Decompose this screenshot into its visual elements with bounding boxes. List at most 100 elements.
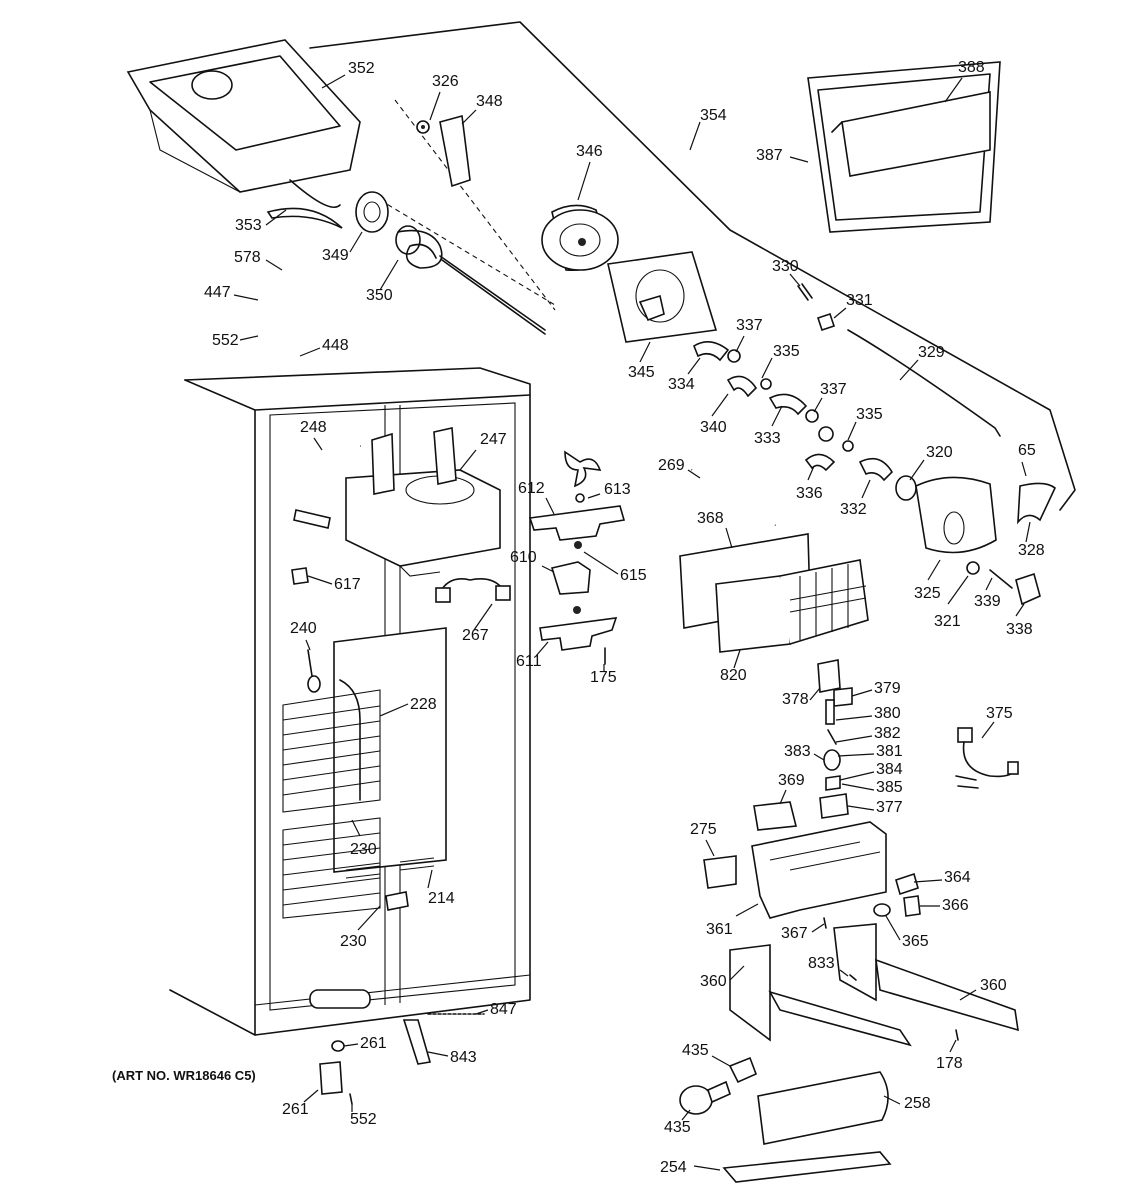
- callout-384: 384: [876, 761, 903, 778]
- callout-447: 447: [204, 284, 231, 301]
- callout-leader-333: [771, 405, 783, 427]
- rod-329: [797, 283, 1001, 437]
- callout-365: 365: [902, 933, 929, 950]
- callout-leader-248: [313, 437, 323, 451]
- callout-leader-447: [233, 294, 259, 301]
- mounting-plate-part: [607, 251, 718, 343]
- callout-338: 338: [1006, 621, 1033, 638]
- callout-326: 326: [432, 73, 459, 90]
- callout-617: 617: [334, 576, 361, 593]
- callout-leader-435: [681, 1109, 691, 1121]
- callout-leader-381: [837, 753, 875, 757]
- callout-leader-360: [959, 989, 977, 1001]
- callout-366: 366: [942, 897, 969, 914]
- callout-333: 333: [754, 430, 781, 447]
- callout-615: 615: [620, 567, 647, 584]
- callout-611: 611: [516, 653, 542, 670]
- callout-leader-261: [343, 1043, 359, 1047]
- callout-leader-336: [807, 465, 815, 481]
- callout-leader-261: [303, 1089, 319, 1103]
- callout-leader-617: [307, 575, 333, 585]
- dispenser-housing-part: [703, 821, 921, 929]
- callout-552: 552: [212, 332, 239, 349]
- callout-leader-247: [459, 449, 477, 471]
- callout-269: 269: [658, 457, 685, 474]
- callout-354: 354: [700, 107, 727, 124]
- callout-378: 378: [782, 691, 809, 708]
- callout-352: 352: [348, 60, 375, 77]
- callout-368: 368: [697, 510, 724, 527]
- callout-267: 267: [462, 627, 489, 644]
- callout-820: 820: [720, 667, 747, 684]
- callout-382: 382: [874, 725, 901, 742]
- callout-65: 65: [1018, 442, 1036, 459]
- callout-833: 833: [808, 955, 835, 972]
- callout-leader-332: [861, 479, 871, 499]
- callout-261: 261: [282, 1101, 309, 1118]
- callout-leader-384: [839, 771, 875, 781]
- callout-360: 360: [980, 977, 1007, 994]
- tube-269: [689, 465, 778, 530]
- callout-leader-230: [357, 905, 381, 931]
- callout-369: 369: [778, 772, 805, 789]
- callout-247: 247: [480, 431, 507, 448]
- callout-leader-337: [735, 335, 745, 353]
- callout-337: 337: [820, 381, 847, 398]
- callout-leader-382: [835, 735, 873, 743]
- callout-329: 329: [918, 344, 945, 361]
- callout-leader-320: [909, 459, 925, 481]
- callout-339: 339: [974, 593, 1001, 610]
- callout-leader-326: [429, 91, 441, 121]
- callout-leader-348: [461, 109, 477, 125]
- ice-bucket-part: [126, 39, 361, 229]
- callout-leader-375: [981, 721, 995, 739]
- callout-332: 332: [840, 501, 867, 518]
- lamp-and-cover-parts: [679, 1056, 892, 1183]
- callout-348: 348: [476, 93, 503, 110]
- callout-388: 388: [958, 59, 985, 76]
- callout-387: 387: [756, 147, 783, 164]
- callout-leader-368: [725, 527, 733, 549]
- linkage-parts: [693, 341, 894, 482]
- callout-leader-611: [535, 641, 549, 657]
- callout-leader-354: [689, 121, 701, 151]
- callout-leader-330: [789, 273, 801, 287]
- callout-leader-552: [239, 335, 259, 341]
- callout-leader-334: [687, 357, 701, 375]
- callout-350: 350: [366, 287, 393, 304]
- callout-552: 552: [350, 1111, 377, 1128]
- wire-harness-267: [291, 567, 511, 603]
- fan-motor-parts: [528, 450, 626, 665]
- callout-335: 335: [856, 406, 883, 423]
- callout-364: 364: [944, 869, 971, 886]
- dispenser-door-part: [807, 61, 1001, 233]
- callout-leader-321: [947, 575, 969, 605]
- callout-leader-228: [379, 703, 409, 717]
- callout-leader-350: [379, 259, 399, 291]
- callout-leader-254: [693, 1165, 721, 1171]
- small-parts-326-348: [416, 114, 471, 188]
- callout-leader-360: [729, 965, 745, 981]
- callout-leader-578: [265, 259, 283, 271]
- callout-leader-435: [711, 1055, 731, 1067]
- callout-leader-214: [427, 869, 433, 889]
- callout-leader-349: [349, 231, 363, 253]
- callout-leader-448: [299, 347, 321, 357]
- callout-258: 258: [904, 1095, 931, 1112]
- callout-379: 379: [874, 680, 901, 697]
- callout-leader-178: [949, 1039, 957, 1053]
- callout-331: 331: [846, 292, 873, 309]
- callout-leader-325: [927, 559, 941, 581]
- callout-leader-328: [1025, 521, 1031, 543]
- callout-leader-329: [899, 359, 919, 381]
- auger-motor-part: [541, 204, 619, 272]
- callout-leader-339: [985, 577, 993, 591]
- callout-228: 228: [410, 696, 437, 713]
- callout-230: 230: [340, 933, 367, 950]
- callout-361: 361: [706, 921, 733, 938]
- callout-leader-388: [944, 77, 963, 103]
- cabinet-outline: [169, 367, 531, 1036]
- callout-leader-385: [841, 783, 875, 791]
- callout-385: 385: [876, 779, 903, 796]
